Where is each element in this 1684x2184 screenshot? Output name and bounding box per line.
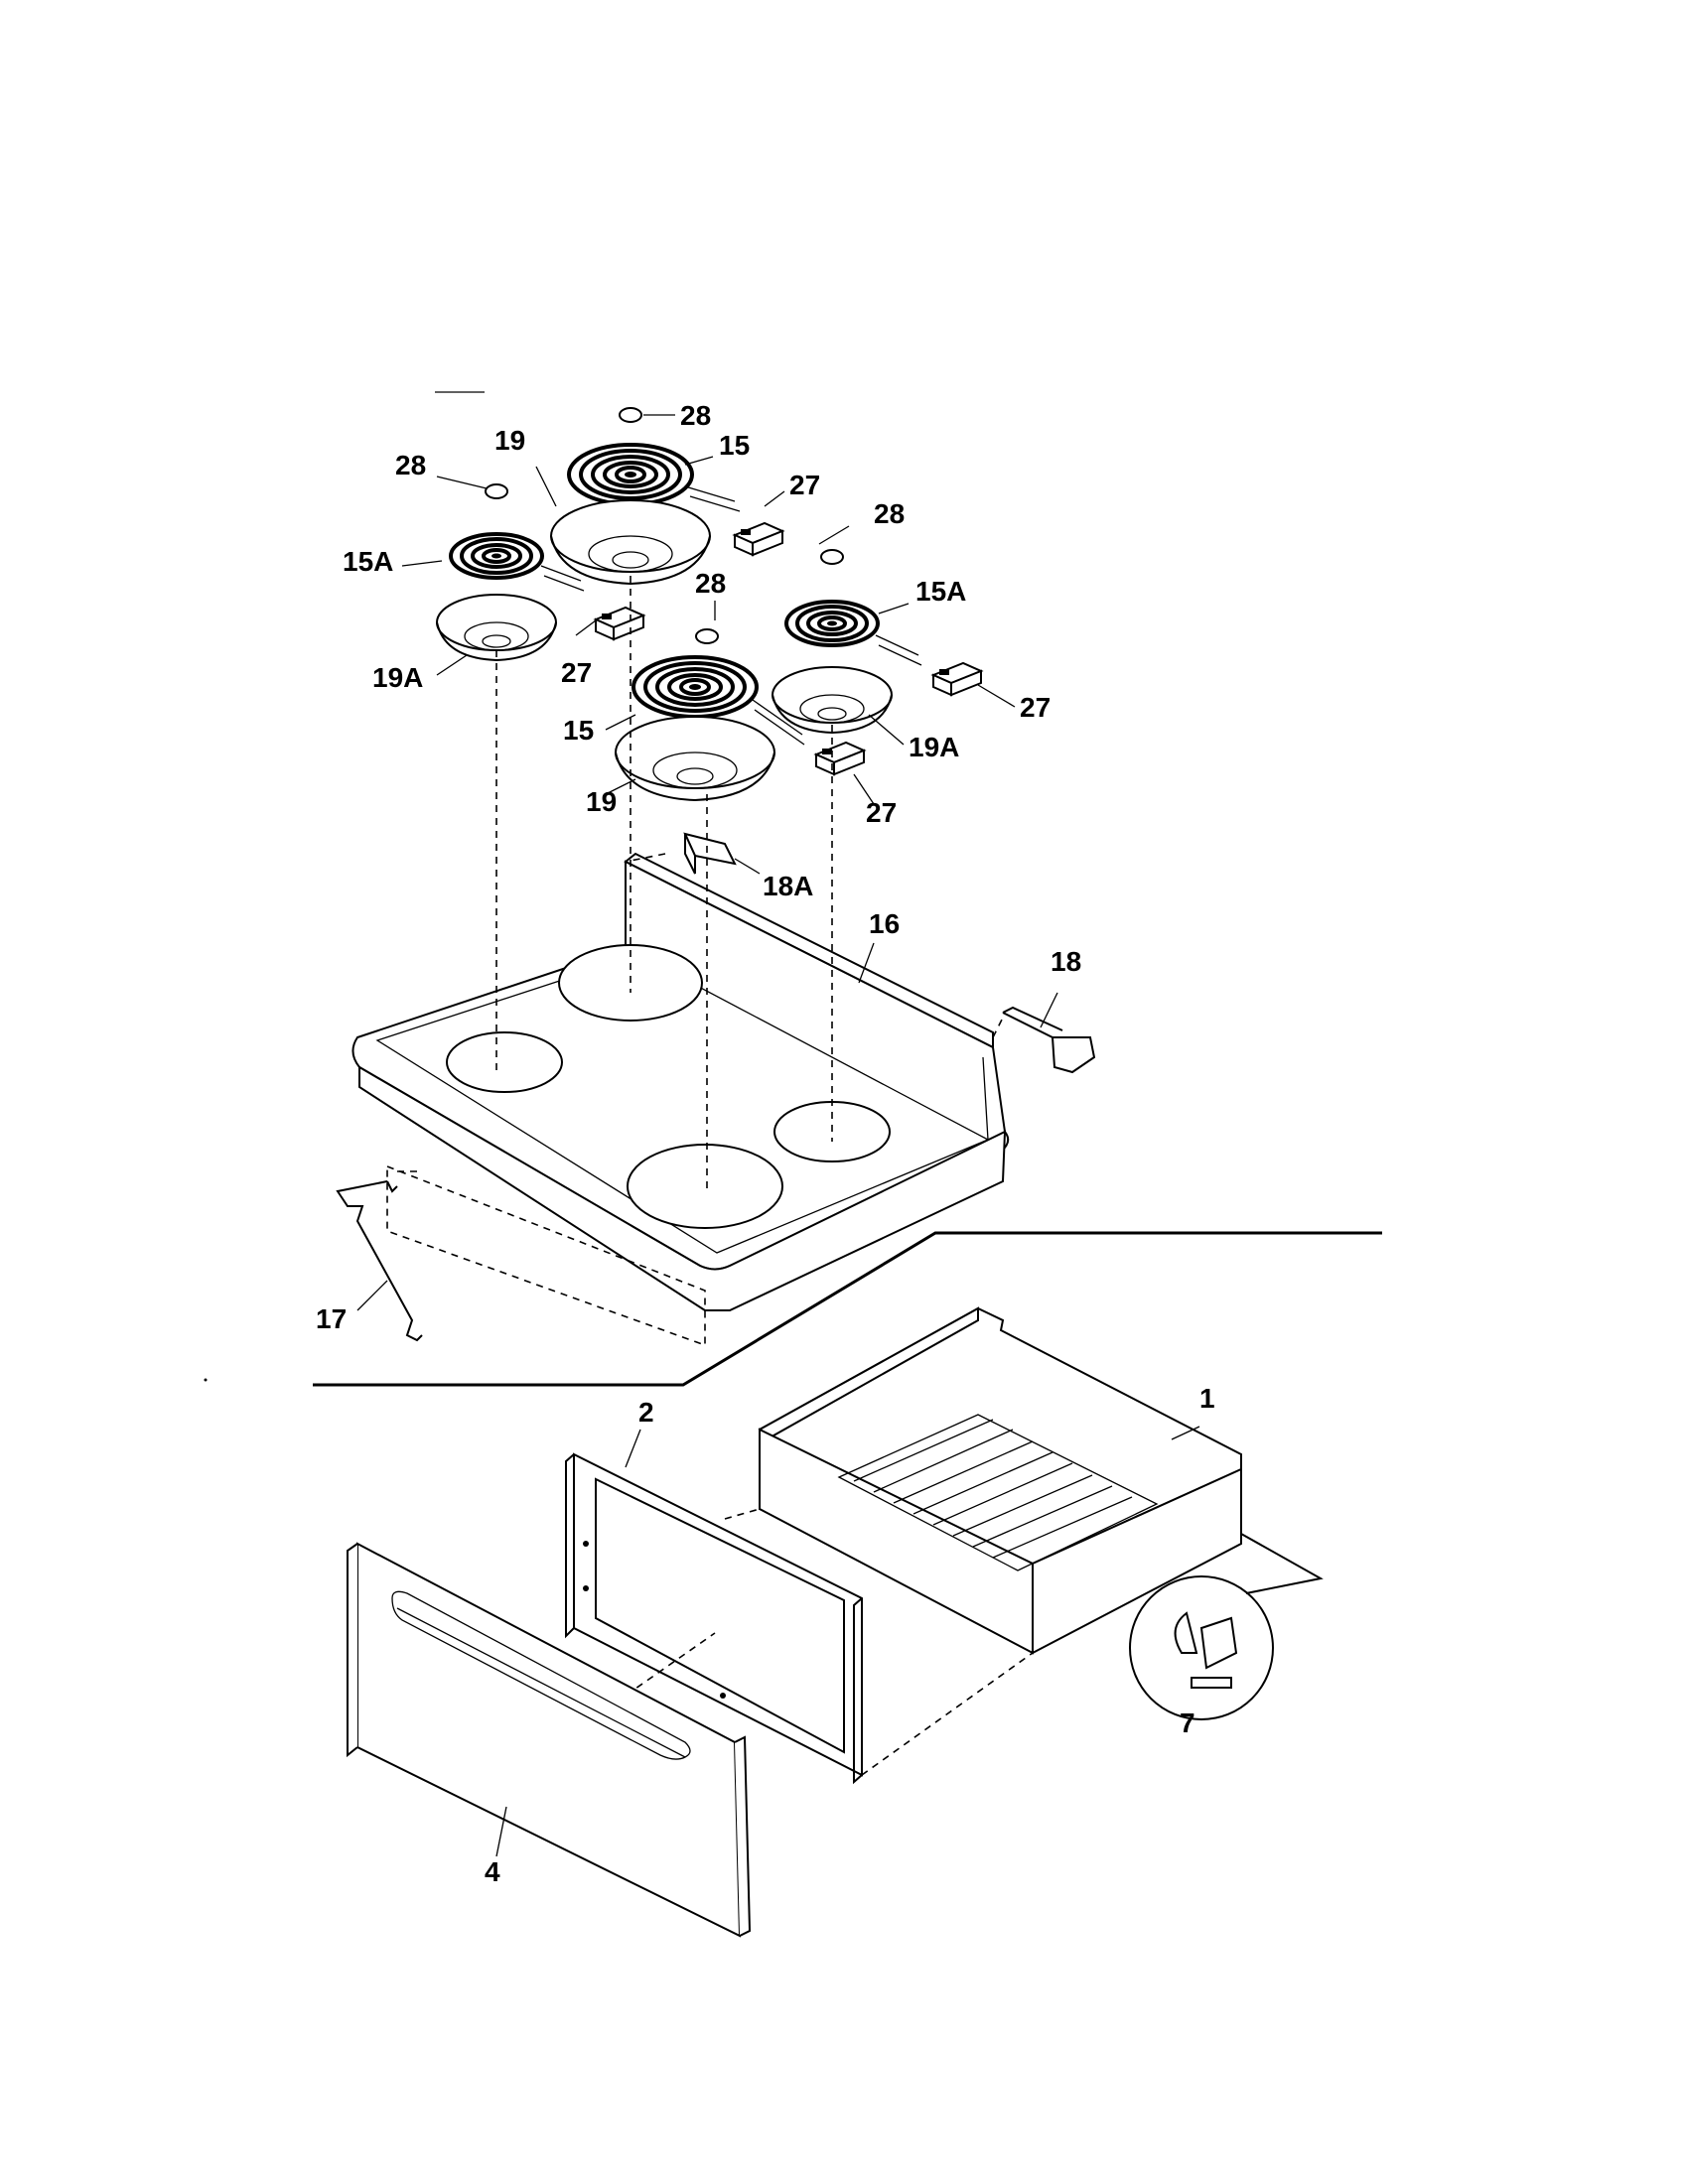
drawer-body-1 (758, 1306, 1242, 1655)
drawer-glide-7 (1129, 1533, 1324, 1720)
callout-27-front: 27 (866, 797, 897, 828)
callout-19-rear: 19 (494, 425, 525, 456)
surface-element-small-left (449, 532, 585, 592)
surface-element-large-rear (567, 443, 741, 512)
callout-27-left: 27 (561, 657, 592, 688)
drip-bowl-large-rear (550, 499, 711, 585)
callout-4: 4 (485, 1856, 500, 1887)
assembly-lines (386, 576, 1004, 1347)
hinge-bracket-18A (683, 832, 737, 875)
drawer-panel-4 (347, 1542, 752, 1938)
callout-18A: 18A (763, 871, 813, 901)
callout-27-right: 27 (1020, 692, 1051, 723)
callout-1: 1 (1199, 1383, 1215, 1414)
callout-16: 16 (869, 908, 900, 939)
receptacle-block (815, 742, 865, 775)
callout-2: 2 (638, 1397, 654, 1428)
callout-28-center: 28 (695, 568, 726, 599)
bowl-plug (820, 549, 844, 565)
callout-28-right: 28 (874, 498, 905, 529)
bowl-plug (485, 483, 508, 499)
callout-15A-right: 15A (915, 576, 966, 607)
callout-15A-left: 15A (343, 546, 393, 577)
callout-15-rear: 15 (719, 430, 750, 461)
surface-element-small-right (784, 600, 922, 666)
callout-28-top: 28 (680, 400, 711, 431)
bowl-plug (619, 407, 642, 423)
receptacle-block (932, 662, 982, 696)
callout-27-rear: 27 (789, 470, 820, 500)
bowl-plug (695, 628, 719, 644)
receptacle-block (734, 522, 783, 556)
callout-19A-left: 19A (372, 662, 423, 693)
cooktop (351, 852, 1010, 1311)
drip-bowl-large-front (615, 716, 775, 801)
drawer-assembly-lines (615, 1508, 1034, 1776)
support-rod-17 (336, 1180, 423, 1342)
callout-19-front: 19 (586, 786, 617, 817)
hinge-bracket-18 (1002, 1006, 1096, 1074)
surface-element-large-front (632, 655, 805, 746)
stray-dot (204, 1378, 208, 1382)
callout-17: 17 (316, 1303, 347, 1334)
callout-19A-right: 19A (909, 732, 959, 762)
receptacle-block (595, 607, 644, 640)
callout-7: 7 (1180, 1707, 1195, 1738)
callout-18: 18 (1051, 946, 1081, 977)
leader-lines (356, 414, 1200, 1857)
callout-15-front: 15 (563, 715, 594, 746)
callout-28-left: 28 (395, 450, 426, 480)
section-divider (313, 1231, 1382, 1387)
drip-bowl-small-right (772, 666, 893, 734)
callout-labels: 28 15 19 28 27 15A 28 15A 28 19A 27 27 1… (316, 400, 1215, 1887)
